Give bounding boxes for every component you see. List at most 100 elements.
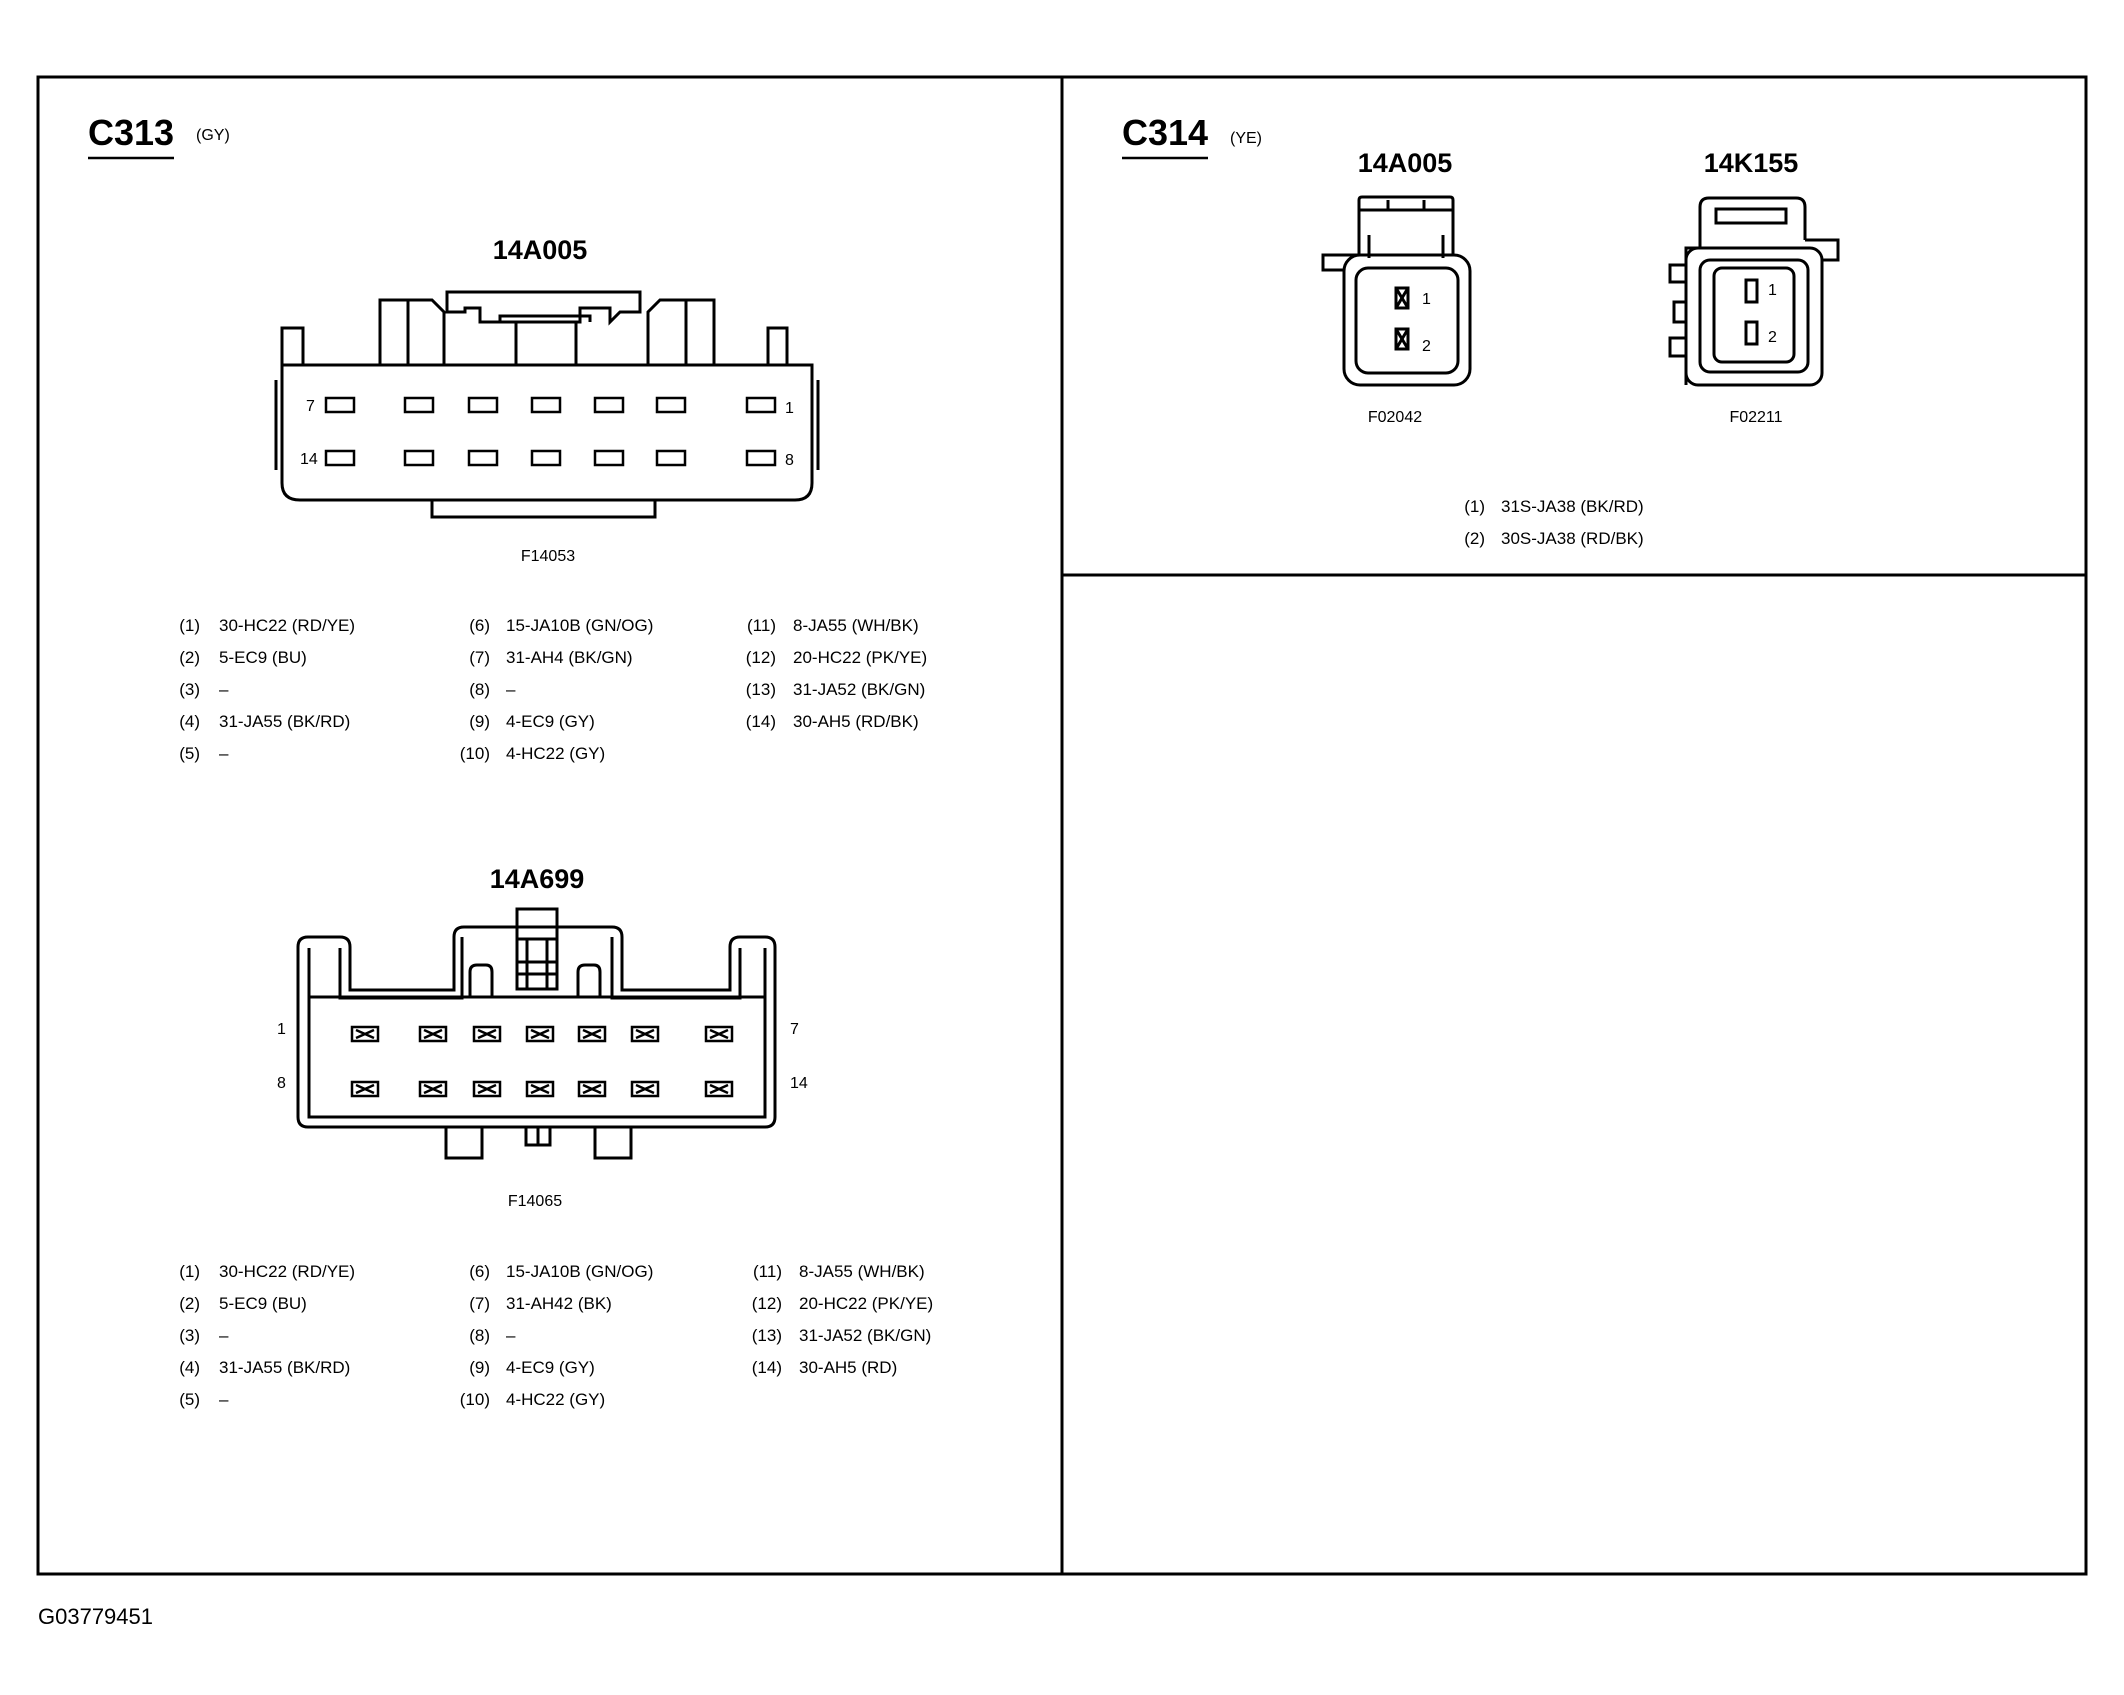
pin-number: (1) bbox=[179, 1262, 200, 1281]
pin-cavity-mark bbox=[530, 1028, 550, 1040]
c313-14a005-pin-cavities bbox=[324, 396, 777, 467]
pin-number: (5) bbox=[179, 744, 200, 763]
pin-circuit: – bbox=[219, 1326, 229, 1345]
pin-cavity-mark bbox=[709, 1028, 729, 1040]
pin-number: (11) bbox=[747, 616, 776, 635]
pin-number: (13) bbox=[752, 1326, 782, 1345]
pin-circuit: 30-AH5 (RD/BK) bbox=[793, 712, 919, 731]
pin-circuit: 4-EC9 (GY) bbox=[506, 712, 595, 731]
pin-circuit: 5-EC9 (BU) bbox=[219, 648, 307, 667]
pin-circuit: 15-JA10B (GN/OG) bbox=[506, 616, 653, 635]
pin-cavity bbox=[418, 1025, 448, 1043]
c314-14a005-connector-drawing bbox=[1321, 195, 1472, 387]
c313-a-pin-label-14: 14 bbox=[300, 451, 318, 468]
pin-cavity-mark bbox=[355, 1028, 375, 1040]
frame bbox=[36, 75, 2088, 1576]
pin-circuit: 30-HC22 (RD/YE) bbox=[219, 616, 355, 635]
c314-14k155-connector-drawing bbox=[1668, 196, 1840, 387]
c313-part-b-figure: F14065 bbox=[508, 1193, 562, 1210]
pin-number: (5) bbox=[179, 1390, 200, 1409]
pin-circuit: 31-AH4 (BK/GN) bbox=[506, 648, 633, 667]
c313-14a005-pinout: (1)30-HC22 (RD/YE)(2)5-EC9 (BU)(3)–(4)31… bbox=[179, 616, 927, 763]
pin-number: (6) bbox=[469, 1262, 490, 1281]
pin-number: (12) bbox=[752, 1294, 782, 1313]
c314-color: (YE) bbox=[1230, 130, 1262, 147]
pin-cavity-mark bbox=[635, 1083, 655, 1095]
pin-number: (9) bbox=[469, 712, 490, 731]
pin-circuit: 20-HC22 (PK/YE) bbox=[799, 1294, 933, 1313]
c313-b-pin-label-14: 14 bbox=[790, 1075, 808, 1092]
pin-circuit: 30S-JA38 (RD/BK) bbox=[1501, 529, 1644, 548]
pin-circuit: 15-JA10B (GN/OG) bbox=[506, 1262, 653, 1281]
c314-title: C314 bbox=[1122, 112, 1208, 153]
c314-b-pin-label-2: 2 bbox=[1768, 329, 1777, 346]
pin-number: (3) bbox=[179, 1326, 200, 1345]
pin-cavity-mark bbox=[477, 1083, 497, 1095]
c314-panel: C314 (YE) 14A005 14K155 1 2 F02042 bbox=[1122, 112, 1840, 548]
c313-part-a-figure: F14053 bbox=[521, 548, 575, 565]
pin-number: (2) bbox=[1464, 529, 1485, 548]
c313-b-pin-label-7: 7 bbox=[790, 1021, 799, 1038]
c314-b-pin-label-1: 1 bbox=[1768, 282, 1777, 299]
pin-circuit: 31-JA52 (BK/GN) bbox=[799, 1326, 931, 1345]
pin-number: (9) bbox=[469, 1358, 490, 1377]
pin-circuit: 31-JA55 (BK/RD) bbox=[219, 1358, 350, 1377]
c313-14a699-pin-cavities bbox=[350, 1025, 734, 1098]
c314-part-b-label: 14K155 bbox=[1704, 148, 1799, 178]
pin-cavity-mark bbox=[423, 1028, 443, 1040]
pin-cavity bbox=[350, 1025, 380, 1043]
pin-cavity bbox=[525, 1025, 555, 1043]
pin-circuit: 20-HC22 (PK/YE) bbox=[793, 648, 927, 667]
pin-cavity-mark bbox=[530, 1083, 550, 1095]
pin-cavity bbox=[350, 1080, 380, 1098]
c313-14a005-connector-drawing bbox=[274, 290, 820, 519]
pin-cavity bbox=[577, 1025, 607, 1043]
pin-number: (14) bbox=[752, 1358, 782, 1377]
pin-cavity bbox=[577, 1080, 607, 1098]
pin-cavity bbox=[630, 1025, 660, 1043]
pin-cavity-mark bbox=[423, 1083, 443, 1095]
c314-part-a-label: 14A005 bbox=[1358, 148, 1453, 178]
pin-cavity bbox=[472, 1025, 502, 1043]
c313-part-a-label: 14A005 bbox=[493, 235, 588, 265]
c313-b-pin-label-1: 1 bbox=[277, 1021, 286, 1038]
pin-circuit: 30-HC22 (RD/YE) bbox=[219, 1262, 355, 1281]
c314-pinout: (1) 31S-JA38 (BK/RD) (2) 30S-JA38 (RD/BK) bbox=[1464, 497, 1643, 548]
pin-cavity-mark bbox=[635, 1028, 655, 1040]
pin-circuit: – bbox=[506, 680, 516, 699]
pin-cavity bbox=[418, 1080, 448, 1098]
pin-number: (7) bbox=[469, 1294, 490, 1313]
c314-a-pin-label-1: 1 bbox=[1422, 291, 1431, 308]
c313-14a699-connector-drawing bbox=[296, 907, 777, 1160]
c313-a-pin-label-8: 8 bbox=[785, 452, 794, 469]
pin-number: (8) bbox=[469, 680, 490, 699]
pin-circuit: – bbox=[219, 680, 229, 699]
pin-circuit: 8-JA55 (WH/BK) bbox=[799, 1262, 925, 1281]
pin-circuit: 31-JA52 (BK/GN) bbox=[793, 680, 925, 699]
pin-number: (10) bbox=[460, 744, 490, 763]
pin-cavity bbox=[472, 1080, 502, 1098]
pin-number: (2) bbox=[179, 1294, 200, 1313]
pin-circuit: 31S-JA38 (BK/RD) bbox=[1501, 497, 1644, 516]
pin-cavity bbox=[704, 1080, 734, 1098]
pin-cavity bbox=[525, 1080, 555, 1098]
c313-b-pin-label-8: 8 bbox=[277, 1075, 286, 1092]
c314-part-a-figure: F02042 bbox=[1368, 409, 1422, 426]
pin-number: (1) bbox=[1464, 497, 1485, 516]
c314-a-pin-label-2: 2 bbox=[1422, 338, 1431, 355]
pin-circuit: – bbox=[506, 1326, 516, 1345]
pin-circuit: – bbox=[219, 744, 229, 763]
c313-panel: C313 (GY) 14A005 bbox=[88, 112, 933, 1409]
pin-number: (3) bbox=[179, 680, 200, 699]
pin-cavity-mark bbox=[582, 1028, 602, 1040]
pin-cavity bbox=[704, 1025, 734, 1043]
c314-part-b-figure: F02211 bbox=[1729, 409, 1782, 426]
c313-14a699-pinout: (1)30-HC22 (RD/YE)(2)5-EC9 (BU)(3)–(4)31… bbox=[179, 1262, 933, 1409]
pin-number: (12) bbox=[746, 648, 776, 667]
pin-number: (6) bbox=[469, 616, 490, 635]
pin-number: (4) bbox=[179, 712, 200, 731]
pin-number: (11) bbox=[753, 1262, 782, 1281]
pin-number: (13) bbox=[746, 680, 776, 699]
pin-number: (10) bbox=[460, 1390, 490, 1409]
